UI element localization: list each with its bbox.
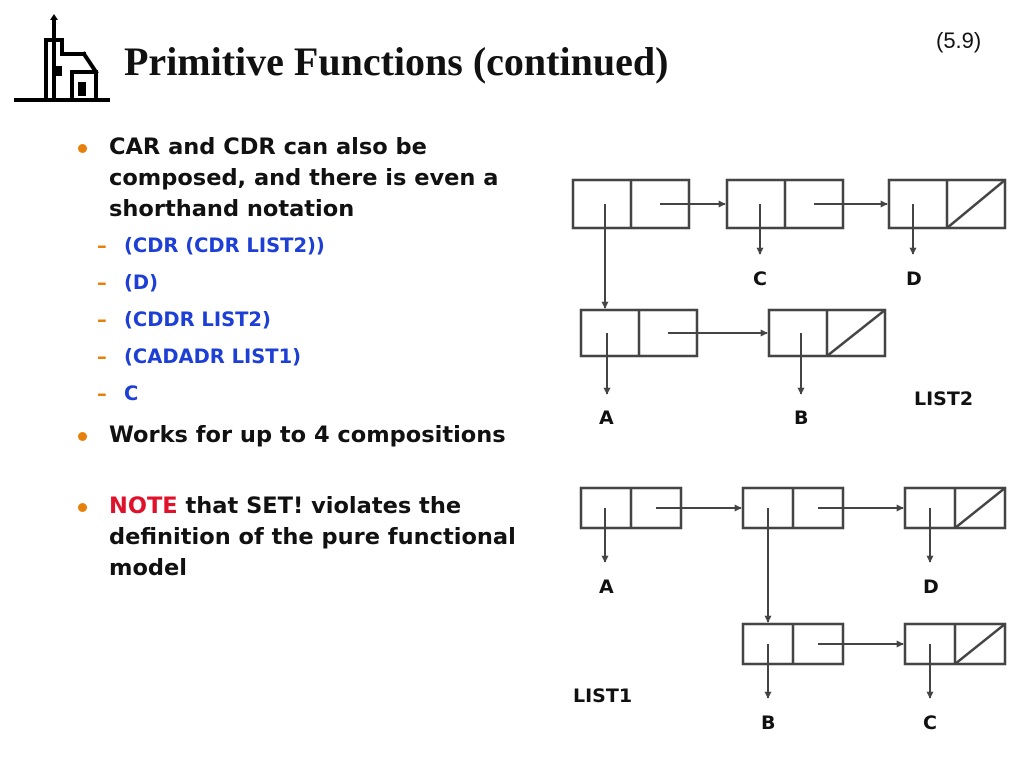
bullet-dot-icon bbox=[78, 144, 87, 153]
sub-item-text: (D) bbox=[124, 271, 159, 294]
church-logo-icon bbox=[14, 14, 110, 102]
atom-label: B bbox=[794, 407, 808, 429]
note-word: NOTE bbox=[109, 493, 178, 519]
sub-item-text: (CDDR LIST2) bbox=[124, 308, 271, 331]
list2-label: LIST2 bbox=[914, 388, 973, 410]
bullet-dot-icon bbox=[78, 432, 87, 441]
sub-item-text: (CDR (CDR LIST2)) bbox=[124, 234, 325, 257]
bullet-text: Works for up to 4 compositions bbox=[109, 422, 506, 448]
bullet-compositions: Works for up to 4 compositions bbox=[78, 420, 528, 451]
page-number: (5.9) bbox=[936, 28, 982, 53]
atom-label: C bbox=[753, 268, 767, 290]
atom-label: D bbox=[923, 576, 939, 598]
sub-item: –(D) bbox=[78, 264, 528, 301]
sub-item-text: C bbox=[124, 382, 139, 405]
bullet-text: that SET! violates the definition of the… bbox=[109, 493, 516, 581]
bullet-composition: CAR and CDR can also be composed, and th… bbox=[78, 132, 528, 225]
bullet-dot-icon bbox=[78, 503, 87, 512]
sub-item-text: (CADADR LIST1) bbox=[124, 345, 302, 368]
slide-title: Primitive Functions (continued) bbox=[124, 39, 669, 84]
atom-label: C bbox=[923, 712, 937, 734]
bullet-text: CAR and CDR can also be composed, and th… bbox=[109, 134, 499, 222]
dash-icon: – bbox=[97, 271, 107, 294]
sub-item: –C bbox=[78, 375, 528, 412]
atom-label: A bbox=[599, 576, 614, 598]
sub-list: –(CDR (CDR LIST2)) –(D) –(CDDR LIST2) –(… bbox=[78, 227, 528, 412]
dash-icon: – bbox=[97, 382, 107, 405]
atom-label: D bbox=[906, 268, 922, 290]
atom-label: B bbox=[761, 712, 775, 734]
dash-icon: – bbox=[97, 234, 107, 257]
atom-label: A bbox=[599, 407, 614, 429]
sub-item: –(CDDR LIST2) bbox=[78, 301, 528, 338]
bullet-note: NOTE that SET! violates the definition o… bbox=[78, 491, 528, 584]
list1-label: LIST1 bbox=[573, 685, 632, 707]
dash-icon: – bbox=[97, 345, 107, 368]
bullet-list: CAR and CDR can also be composed, and th… bbox=[78, 132, 528, 584]
sub-item: –(CDR (CDR LIST2)) bbox=[78, 227, 528, 264]
dash-icon: – bbox=[97, 308, 107, 331]
sub-item: –(CADADR LIST1) bbox=[78, 338, 528, 375]
